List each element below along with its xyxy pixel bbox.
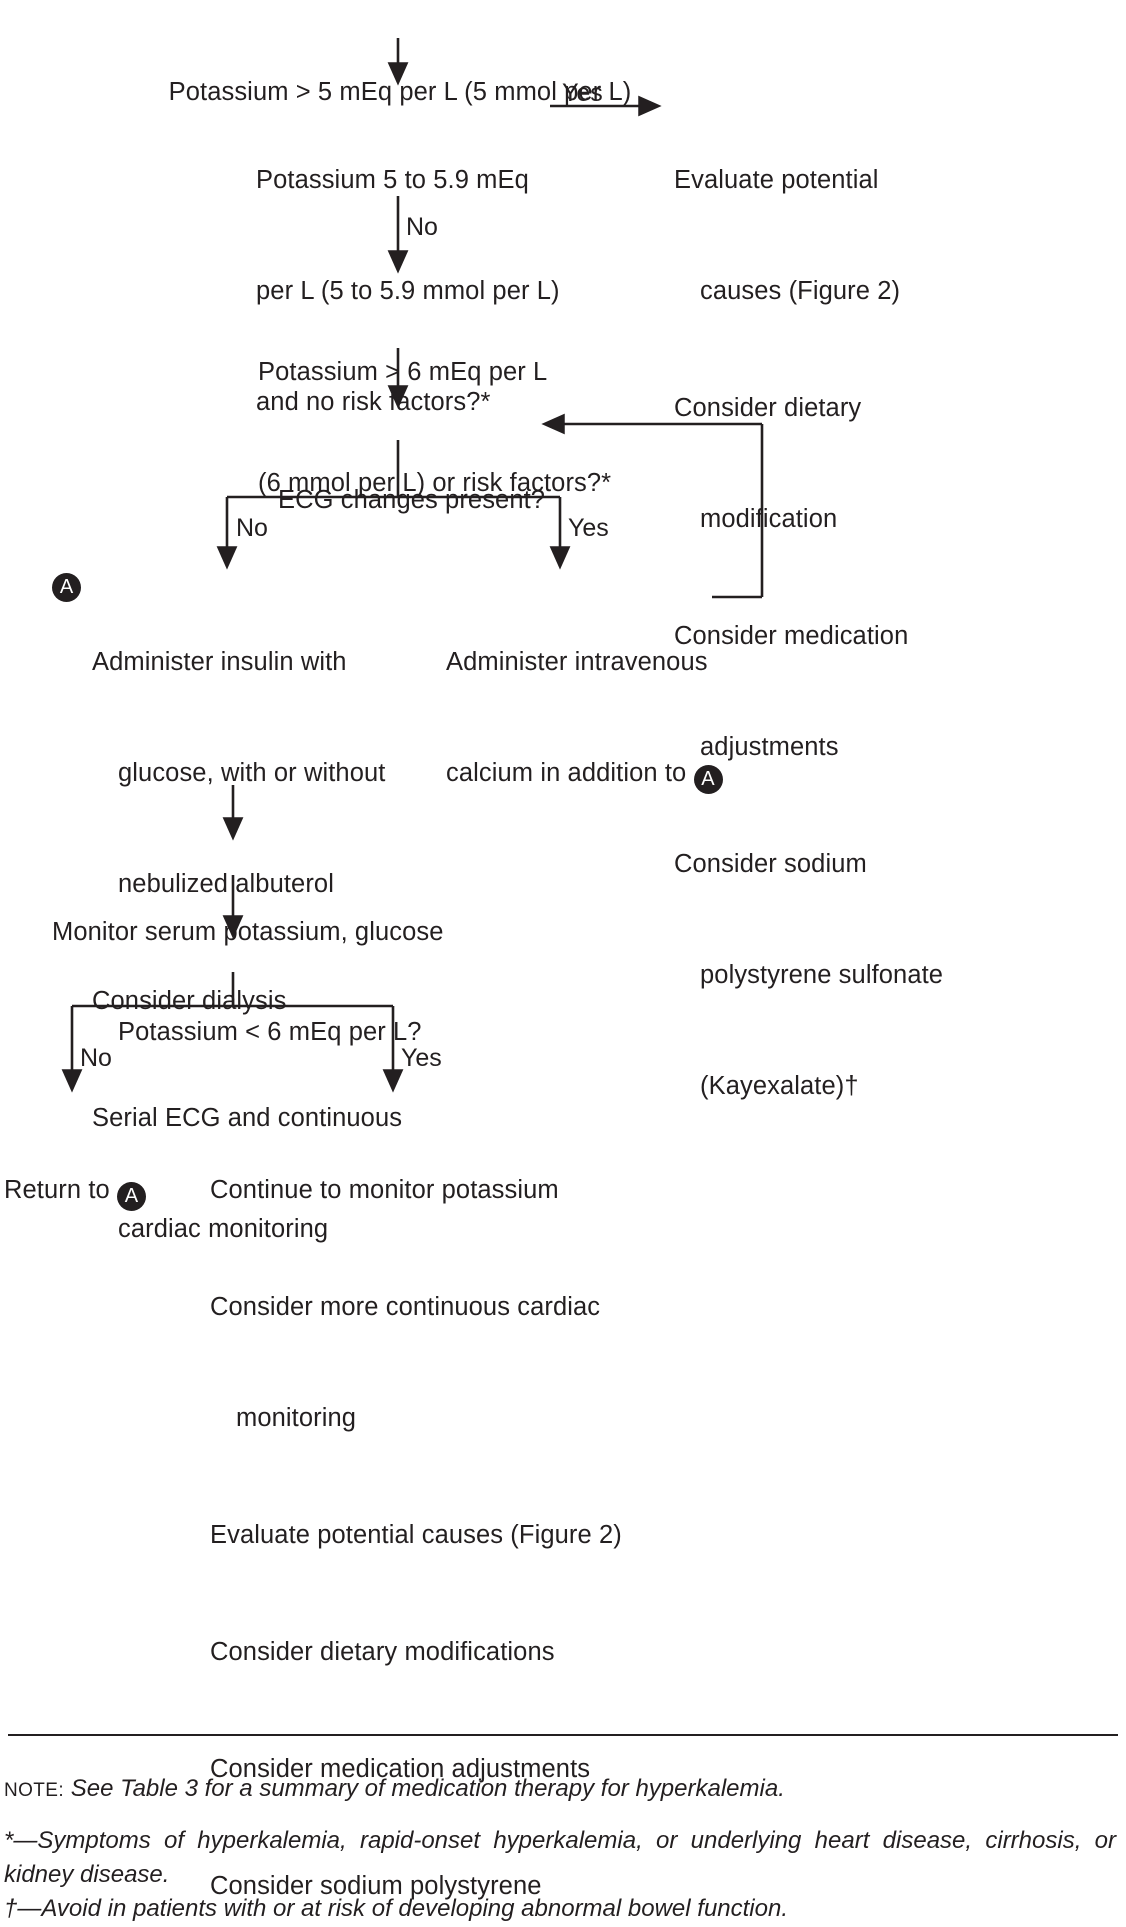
node-decision-mild-line2: per L (5 to 5.9 mmol per L) <box>256 277 560 305</box>
mild-action-3-line1: Consider medication <box>674 622 909 650</box>
node-monitor-line: Monitor serum potassium, glucose <box>52 918 444 946</box>
edge-label-mild-no: No <box>406 213 438 241</box>
node-branch-a: Administer insulin with glucose, with or… <box>92 570 462 1322</box>
footnote-star: *—Symptoms of hyperkalemia, rapid-onset … <box>4 1827 1116 1888</box>
branch-a-item1-line3: nebulized albuterol <box>118 870 334 898</box>
branch-a-item1-line2: glucose, with or without <box>118 759 386 787</box>
node-start-line: Potassium > 5 mEq per L (5 mmol per L) <box>168 78 632 106</box>
mild-action-2-line2: modification <box>700 505 838 533</box>
return-to-a-text: Return to <box>4 1176 117 1204</box>
node-decision-recheck-line: Potassium < 6 mEq per L? <box>118 1018 422 1046</box>
mild-action-4-line2: polystyrene sulfonate <box>700 961 944 989</box>
node-branch-iv-calcium: Administer intravenous calcium in additi… <box>446 570 776 868</box>
node-decision-ecg-line: ECG changes present? <box>278 486 546 514</box>
edge-label-recheck-yes: Yes <box>401 1044 442 1072</box>
continue-action-2-line2: monitoring <box>236 1404 357 1432</box>
mild-action-2-line1: Consider dietary <box>674 394 862 422</box>
branch-a-item2-line1: Consider dialysis <box>92 987 287 1015</box>
continue-action-4-line1: Consider dietary modifications <box>210 1638 555 1666</box>
continue-action-3-line1: Evaluate potential causes (Figure 2) <box>210 1521 622 1549</box>
footnote-note: NOTE: See Table 3 for a summary of medic… <box>4 1772 1114 1808</box>
node-decision-mild-line1: Potassium 5 to 5.9 mEq <box>256 166 529 194</box>
node-decision-ecg: ECG changes present? <box>278 408 578 593</box>
node-decision-mild-line3: and no risk factors?* <box>256 388 491 416</box>
branch-iv-calcium-line2-text: calcium in addition to <box>446 759 694 787</box>
branch-iv-calcium-line2: calcium in addition to A <box>446 755 776 794</box>
marker-a-badge-return: A <box>116 1182 146 1211</box>
edge-label-ecg-no: No <box>236 514 268 542</box>
branch-a-item3-line2: cardiac monitoring <box>118 1215 329 1243</box>
edge-label-ecg-yes: Yes <box>568 514 609 542</box>
node-start: Potassium > 5 mEq per L (5 mmol per L) <box>100 0 700 185</box>
branch-a-item1-line1: Administer insulin with <box>92 648 347 676</box>
node-decision-severe: Potassium > 6 mEq per L (6 mmol per L) o… <box>258 280 658 576</box>
node-return-to-a: Return to A <box>4 1098 224 1285</box>
mild-action-4-line3: (Kayexalate)† <box>700 1072 859 1100</box>
edge-label-mild-yes: Yes <box>562 79 603 107</box>
marker-a-badge-inline: A <box>693 765 723 794</box>
mild-action-1-line2: causes (Figure 2) <box>700 277 901 305</box>
node-monitor: Monitor serum potassium, glucose <box>52 840 472 1025</box>
continue-action-1-line1: Continue to monitor potassium <box>210 1176 559 1204</box>
marker-a-badge-branch: A <box>52 573 81 602</box>
footnote-note-label: NOTE: <box>4 1780 65 1801</box>
node-decision-severe-line1: Potassium > 6 mEq per L <box>258 358 548 386</box>
node-decision-recheck: Potassium < 6 mEq per L? <box>118 940 448 1125</box>
continue-action-5-line1: Consider medication adjustments <box>210 1755 591 1783</box>
footnote-dagger: †—Avoid in patients with or at risk of d… <box>4 1895 788 1922</box>
footer-divider <box>8 1734 1118 1736</box>
continue-action-2-line1: Consider more continuous cardiac <box>210 1293 601 1321</box>
footnote-note-text: See Table 3 for a summary of medication … <box>70 1775 785 1802</box>
node-mild-actions: Evaluate potential causes (Figure 2) Con… <box>674 88 1126 1179</box>
mild-action-4-line1: Consider sodium <box>674 850 867 878</box>
node-continue-actions: Continue to monitor potassium Consider m… <box>210 1098 690 1927</box>
node-decision-severe-line2: (6 mmol per L) or risk factors?* <box>258 469 612 497</box>
mild-action-3-line2: adjustments <box>700 733 839 761</box>
branch-a-item3-line1: Serial ECG and continuous <box>92 1104 403 1132</box>
edge-label-recheck-no: No <box>80 1044 112 1072</box>
branch-iv-calcium-line1: Administer intravenous <box>446 648 708 676</box>
node-decision-mild: Potassium 5 to 5.9 mEq per L (5 to 5.9 m… <box>256 88 586 495</box>
return-to-a-line: Return to A <box>4 1172 224 1211</box>
continue-action-6-line1: Consider sodium polystyrene <box>210 1872 542 1900</box>
mild-action-1-line1: Evaluate potential <box>674 166 879 194</box>
